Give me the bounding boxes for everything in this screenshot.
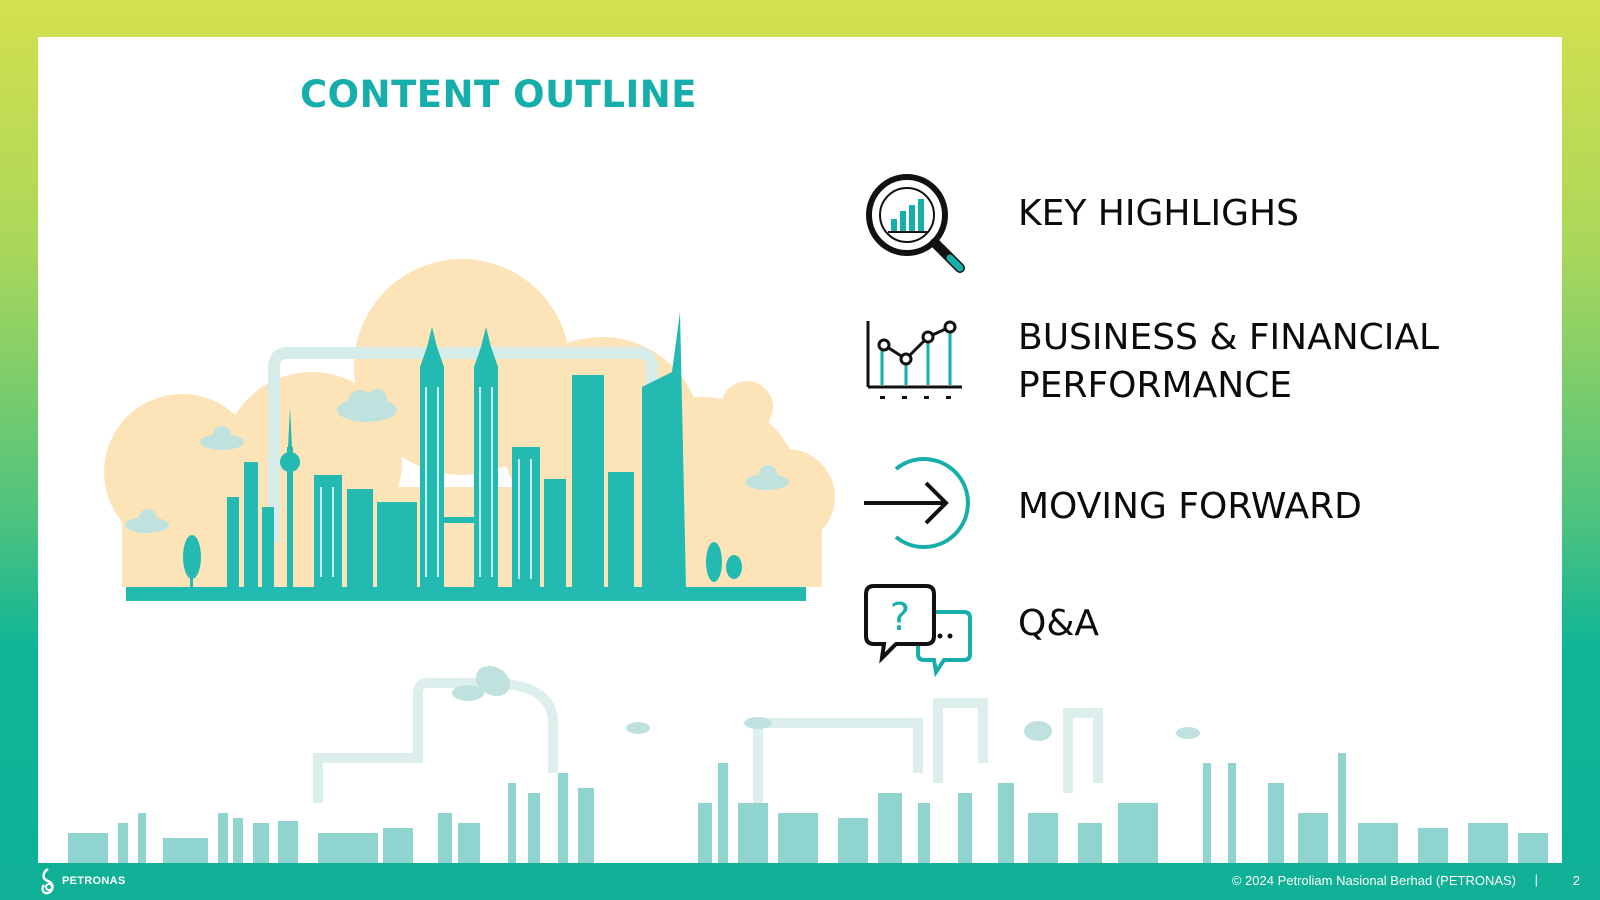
petronas-logo-icon xyxy=(41,867,54,895)
outline-label: Q&A xyxy=(1018,603,1100,644)
outline-label: KEY HIGHLIGHS xyxy=(1018,193,1299,234)
outline-label: MOVING FORWARD xyxy=(1018,486,1362,527)
slide: CONTENT OUTLINE xyxy=(38,37,1562,863)
line-chart-icon xyxy=(866,320,962,399)
footer: PETRONAS © 2024 Petroliam Nasional Berha… xyxy=(0,863,1600,900)
page-title: CONTENT OUTLINE xyxy=(300,73,697,116)
svg-text:?: ? xyxy=(890,595,910,639)
footer-separator: | xyxy=(1534,872,1538,887)
arrow-right-circle-icon xyxy=(864,457,970,549)
magnifier-chart-icon xyxy=(866,174,965,273)
industrial-skyline-illustration xyxy=(68,665,1548,863)
outline-label: BUSINESS & FINANCIAL PERFORMANCE xyxy=(1018,317,1440,406)
petronas-logo[interactable]: PETRONAS xyxy=(38,867,126,895)
page-number: 2 xyxy=(1572,873,1580,888)
kl-skyline-illustration xyxy=(104,259,835,601)
question-chat-icon: ? xyxy=(864,584,972,678)
logo-text: PETRONAS xyxy=(62,875,126,887)
copyright-text: © 2024 Petroliam Nasional Berhad (PETRON… xyxy=(1231,873,1516,888)
